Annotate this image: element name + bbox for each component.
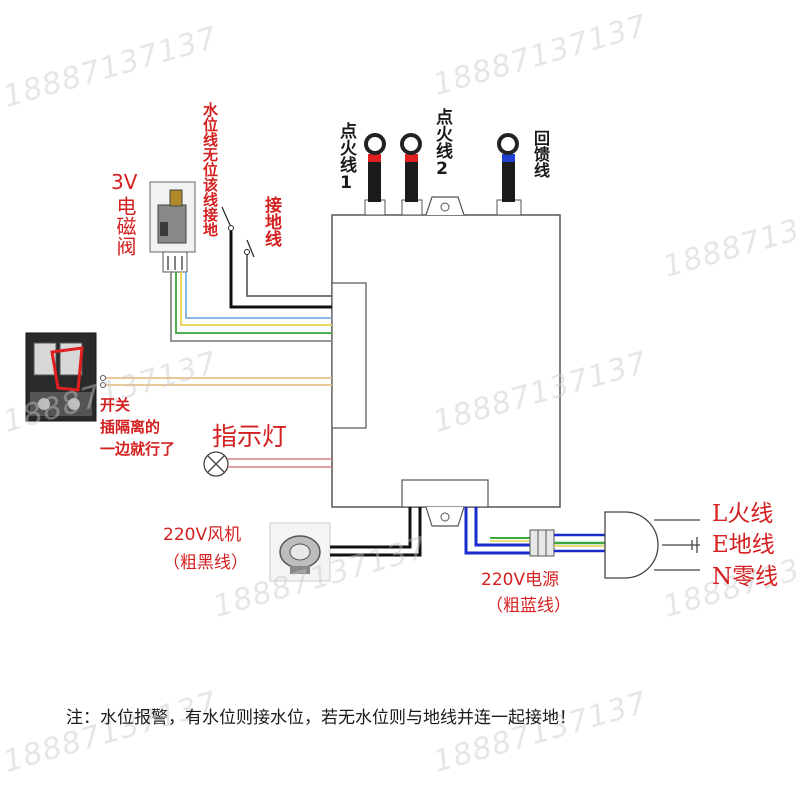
fan-wire-note: （粗黑线） [163, 553, 248, 573]
fan-image [269, 522, 331, 582]
switch-note-line-1: 开关 [100, 396, 131, 414]
switch-wires [100, 375, 332, 388]
switch-note-line-2: 插隔离的 [100, 418, 161, 436]
mains-wires [554, 533, 605, 553]
valve-wires [170, 272, 332, 342]
ignition-wire-1 [364, 133, 386, 202]
ignition-wire-2 [400, 133, 422, 202]
indicator-lamp-label: 指示灯 [212, 422, 288, 451]
fan-wires [330, 507, 422, 557]
power-plug [604, 511, 700, 579]
solenoid-valve-image [149, 181, 196, 273]
controller-box [331, 196, 561, 527]
terminal-block [529, 529, 555, 557]
indicator-lamp [203, 451, 332, 477]
ignition-wire-2-label: 点火线2 [432, 108, 452, 179]
feedback-wire [497, 133, 519, 202]
live-line-label: L火线 [712, 501, 774, 527]
water-level-wire [221, 206, 332, 309]
switch-image [25, 332, 97, 422]
valve-voltage-label: 3V [111, 170, 138, 194]
ground-wire-label: 接地线 [261, 196, 281, 247]
ignition-wire-1-label: 点火线1 [336, 122, 356, 193]
neutral-line-label: N零线 [712, 564, 779, 590]
feedback-wire-label: 回馈线 [531, 130, 550, 178]
switch-note-line-3: 一边就行了 [100, 440, 176, 458]
earth-line-label: E地线 [712, 532, 775, 558]
footnote: 注：水位报警，有水位则接水位，若无水位则与地线并连一起接地！ [66, 708, 576, 728]
power-wires [464, 507, 530, 555]
water-level-note: 水位线无位该线接地 [201, 102, 219, 237]
fan-label: 220V风机 [163, 525, 242, 545]
power-label: 220V电源 [481, 570, 560, 590]
valve-name-label: 电磁阀 [113, 196, 137, 256]
power-wire-note: （粗蓝线） [486, 596, 571, 616]
ground-wire [244, 239, 332, 297]
